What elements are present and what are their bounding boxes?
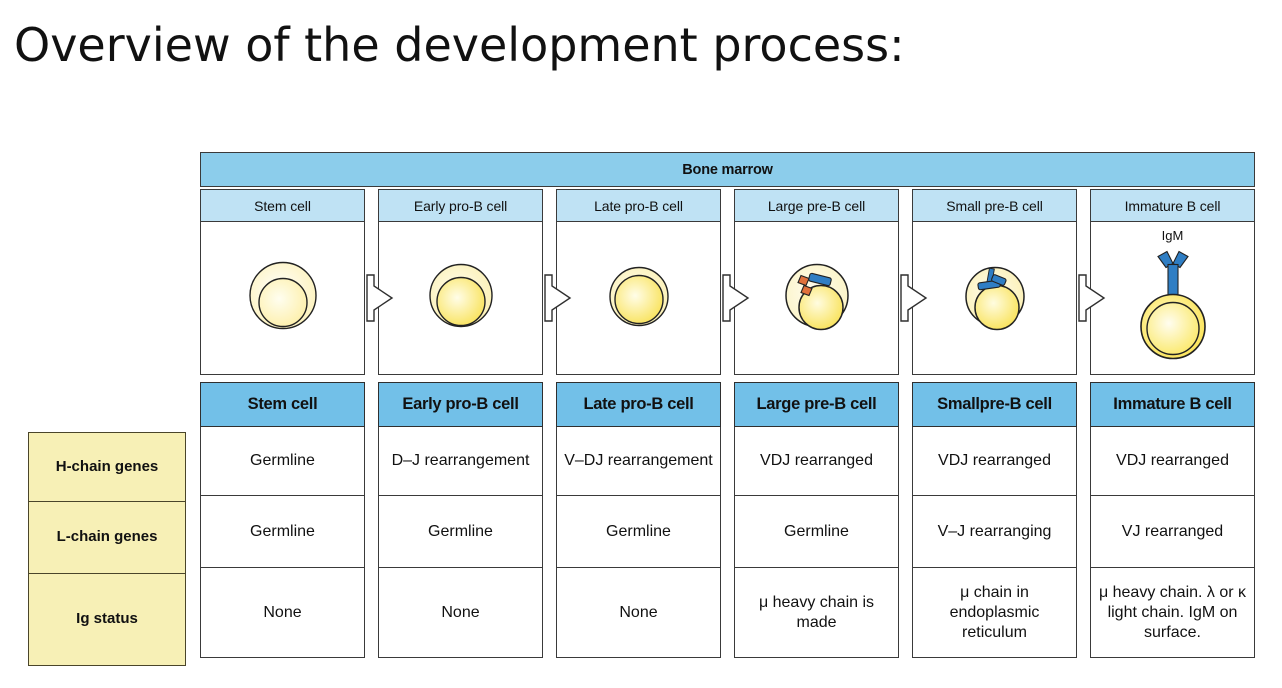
- right-arrow-icon-5: [1076, 272, 1106, 324]
- stage-label-early-pro-b-cell: Early pro-B cell: [378, 189, 543, 222]
- stage-label-large-pre-b-cell: Large pre-B cell: [734, 189, 899, 222]
- table-column-stem-cell: Stem cell Germline Germline None: [200, 382, 365, 658]
- stem-cell-icon: [235, 248, 331, 349]
- bone-marrow-banner: Bone marrow: [200, 152, 1255, 187]
- late-pro-b-cell-icon: [595, 252, 683, 345]
- table-header-late-pro-b-cell: Late pro-B cell: [556, 382, 721, 427]
- stage-column-stem-cell: Stem cell: [200, 189, 365, 375]
- table-cell-l-chain-early-pro-b-cell: Germline: [378, 496, 543, 568]
- stage-column-immature-b-cell: Immature B cell IgM: [1090, 189, 1255, 375]
- surrogate-light-chain-icon: [796, 274, 813, 297]
- stage-label-immature-b-cell: Immature B cell: [1090, 189, 1255, 222]
- stage-art-late-pro-b-cell: [556, 222, 721, 375]
- table-header-stem-cell: Stem cell: [200, 382, 365, 427]
- table-column-immature-b-cell: Immature B cell VDJ rearranged VJ rearra…: [1090, 382, 1255, 658]
- table-cell-l-chain-late-pro-b-cell: Germline: [556, 496, 721, 568]
- table-cell-ig-status-stem-cell: None: [200, 568, 365, 658]
- table-cell-ig-status-large-pre-b-cell: μ heavy chain is made: [734, 568, 899, 658]
- right-arrow-icon-1: [364, 272, 394, 324]
- stage-art-immature-b-cell: IgM: [1090, 222, 1255, 375]
- igm-label: IgM: [1161, 228, 1184, 243]
- table-cell-ig-status-late-pro-b-cell: None: [556, 568, 721, 658]
- right-arrow-icon-4: [898, 272, 928, 324]
- table-cell-h-chain-early-pro-b-cell: D–J rearrangement: [378, 427, 543, 496]
- page-title: Overview of the development process:: [14, 18, 905, 72]
- row-label-h-chain-genes: H-chain genes: [29, 433, 185, 502]
- stage-label-late-pro-b-cell: Late pro-B cell: [556, 189, 721, 222]
- stage-column-large-pre-b-cell: Large pre-B cell: [734, 189, 899, 375]
- stage-art-stem-cell: [200, 222, 365, 375]
- table-cell-l-chain-large-pre-b-cell: Germline: [734, 496, 899, 568]
- igm-antibody-icon: [1156, 250, 1189, 296]
- small-pre-b-cell-icon: [952, 253, 1038, 344]
- stage-column-early-pro-b-cell: Early pro-B cell: [378, 189, 543, 375]
- immature-b-cell-icon: [1124, 245, 1222, 370]
- row-label-l-chain-genes: L-chain genes: [29, 502, 185, 574]
- table-header-large-pre-b-cell: Large pre-B cell: [734, 382, 899, 427]
- table-header-immature-b-cell: Immature B cell: [1090, 382, 1255, 427]
- table-cell-ig-status-small-pre-b-cell: μ chain in endoplasmic reticulum: [912, 568, 1077, 658]
- table-column-early-pro-b-cell: Early pro-B cell D–J rearrangement Germl…: [378, 382, 543, 658]
- stage-art-large-pre-b-cell: [734, 222, 899, 375]
- table-column-large-pre-b-cell: Large pre-B cell VDJ rearranged Germline…: [734, 382, 899, 658]
- table-cell-l-chain-small-pre-b-cell: V–J rearranging: [912, 496, 1077, 568]
- row-label-ig-status: Ig status: [29, 574, 185, 664]
- stage-label-stem-cell: Stem cell: [200, 189, 365, 222]
- table-header-small-pre-b-cell: Smallpre-B cell: [912, 382, 1077, 427]
- stage-label-small-pre-b-cell: Small pre-B cell: [912, 189, 1077, 222]
- large-pre-b-cell-icon: [771, 250, 863, 347]
- table-cell-ig-status-immature-b-cell: μ heavy chain. λ or κ light chain. IgM o…: [1090, 568, 1255, 658]
- row-label-column: H-chain genes L-chain genes Ig status: [28, 432, 186, 666]
- table-cell-h-chain-stem-cell: Germline: [200, 427, 365, 496]
- stage-art-small-pre-b-cell: [912, 222, 1077, 375]
- right-arrow-icon-2: [542, 272, 572, 324]
- early-pro-b-cell-icon: [415, 250, 507, 347]
- stage-columns: Stem cell: [200, 189, 1255, 375]
- row-label-l-chain-genes-text: L-chain genes: [56, 528, 158, 546]
- table-cell-ig-status-early-pro-b-cell: None: [378, 568, 543, 658]
- stage-column-late-pro-b-cell: Late pro-B cell: [556, 189, 721, 375]
- row-label-ig-status-text: Ig status: [76, 609, 138, 627]
- table-cell-l-chain-immature-b-cell: VJ rearranged: [1090, 496, 1255, 568]
- table-cell-h-chain-large-pre-b-cell: VDJ rearranged: [734, 427, 899, 496]
- table-header-early-pro-b-cell: Early pro-B cell: [378, 382, 543, 427]
- data-table: Stem cell Germline Germline None Early p…: [200, 382, 1255, 666]
- table-cell-h-chain-immature-b-cell: VDJ rearranged: [1090, 427, 1255, 496]
- table-cell-h-chain-small-pre-b-cell: VDJ rearranged: [912, 427, 1077, 496]
- table-cell-l-chain-stem-cell: Germline: [200, 496, 365, 568]
- stage-column-small-pre-b-cell: Small pre-B cell: [912, 189, 1077, 375]
- row-label-h-chain-genes-text: H-chain genes: [55, 457, 159, 475]
- table-column-small-pre-b-cell: Smallpre-B cell VDJ rearranged V–J rearr…: [912, 382, 1077, 658]
- stage-art-early-pro-b-cell: [378, 222, 543, 375]
- mu-heavy-chain-icon: [807, 272, 832, 287]
- cytoplasmic-antibody-icon: [976, 267, 1007, 291]
- table-column-late-pro-b-cell: Late pro-B cell V–DJ rearrangement Germl…: [556, 382, 721, 658]
- table-cell-h-chain-late-pro-b-cell: V–DJ rearrangement: [556, 427, 721, 496]
- right-arrow-icon-3: [720, 272, 750, 324]
